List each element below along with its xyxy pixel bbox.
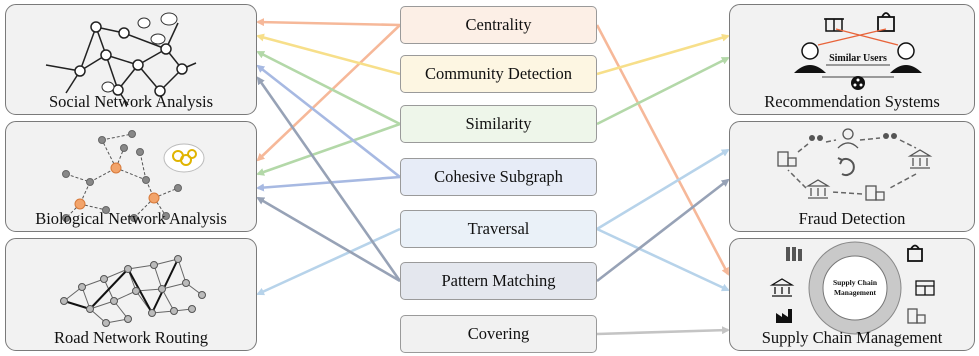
- shopping-bag-icon: [877, 12, 895, 32]
- arrow-similarity-to-social: [256, 50, 401, 126]
- panel-biological-network-analysis: Biological Network Analysis: [5, 121, 257, 232]
- arrow-covering-to-supply: [596, 326, 730, 336]
- similar-users-label: Similar Users: [829, 53, 887, 64]
- panel-fraud-detection: Fraud Detection: [729, 121, 975, 232]
- user-icon: [794, 42, 922, 73]
- shopping-bag-icon: [907, 244, 923, 262]
- fraud-cycle-icon: [777, 128, 933, 201]
- panel-label: Fraud Detection: [798, 209, 906, 228]
- arrow-centrality-to-bio: [256, 24, 401, 162]
- algorithm-cohesive-subgraph: Cohesive Subgraph: [400, 158, 597, 196]
- panel-label: Recommendation Systems: [764, 92, 940, 111]
- bank-icon: [769, 278, 795, 297]
- algorithm-similarity: Similarity: [400, 105, 597, 143]
- user-icon: [837, 128, 859, 149]
- algorithm-pattern-matching: Pattern Matching: [400, 262, 597, 300]
- building-icon: [777, 151, 885, 201]
- refresh-icon: [837, 157, 855, 176]
- arrow-centrality-to-supply: [595, 24, 730, 276]
- arrow-cohesive-subgraph-to-social: [256, 64, 401, 179]
- farm-icon: [786, 247, 802, 261]
- store-icon: [915, 280, 935, 296]
- arrow-similarity-to-bio: [256, 122, 401, 176]
- panel-label: Biological Network Analysis: [35, 209, 227, 228]
- social-network-icon: [45, 12, 197, 106]
- panel-social-network-analysis: Social Network Analysis: [5, 4, 257, 115]
- algorithm-centrality: Centrality: [400, 6, 597, 44]
- supply-chain-line2: Management: [834, 288, 877, 297]
- bike-icon: [809, 133, 897, 141]
- supply-chain-line1: Supply Chain: [833, 278, 878, 287]
- arrow-pattern-matching-to-fraud: [596, 178, 730, 283]
- panel-recommendation-systems: Similar Users Recommendation Systems: [729, 4, 975, 115]
- road-network-icon: [60, 255, 206, 327]
- algorithm-covering: Covering: [400, 315, 597, 353]
- bank-icon: [805, 149, 933, 199]
- arrow-community-detection-to-rec: [596, 33, 730, 76]
- gift-icon: [824, 18, 844, 32]
- arrow-pattern-matching-to-social: [256, 76, 402, 282]
- algorithm-traversal: Traversal: [400, 210, 597, 248]
- panel-label: Supply Chain Management: [761, 328, 943, 347]
- arrow-community-detection-to-social: [256, 33, 401, 76]
- biological-network-icon: [62, 130, 205, 222]
- panel-road-network-routing: Road Network Routing: [5, 238, 257, 351]
- supply-chain-icon: Supply Chain Management: [769, 241, 935, 335]
- arrow-similarity-to-rec: [596, 56, 730, 126]
- panel-supply-chain-management: Supply Chain Management Supply Chain Man…: [729, 238, 975, 351]
- panel-label: Social Network Analysis: [48, 92, 214, 111]
- factory-icon: [776, 309, 792, 323]
- recommendation-icon: Similar Users: [794, 12, 922, 90]
- building-icon: [907, 308, 926, 324]
- arrow-centrality-to-social: [256, 18, 401, 27]
- panel-label: Road Network Routing: [54, 328, 208, 347]
- arrow-pattern-matching-to-bio: [256, 196, 401, 283]
- arrow-cohesive-subgraph-to-bio: [256, 175, 401, 192]
- arrow-traversal-to-road: [256, 227, 401, 296]
- algorithm-community-detection: Community Detection: [400, 55, 597, 93]
- arrow-traversal-to-supply: [596, 227, 730, 292]
- film-reel-icon: [851, 76, 865, 90]
- arrow-traversal-to-fraud: [596, 148, 730, 231]
